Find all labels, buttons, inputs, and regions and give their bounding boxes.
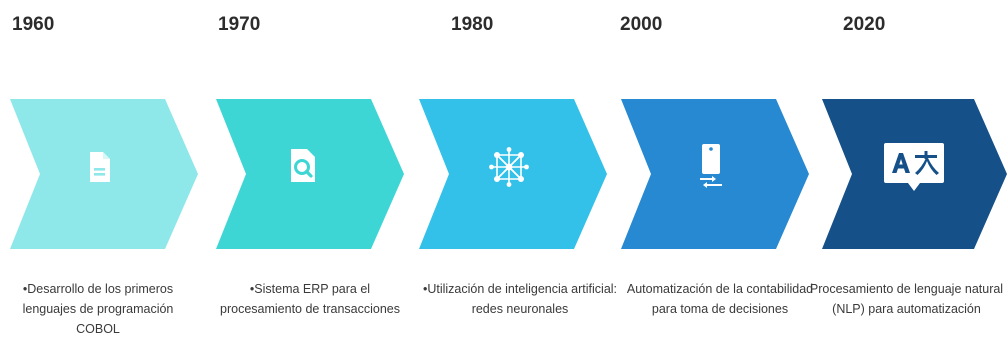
timeline-description-2000: Automatización de la contabilidad para t… [626, 282, 814, 316]
mobile-transfer-icon [700, 144, 722, 188]
year-label-2000: 2000 [620, 14, 663, 35]
timeline-step-2020 [822, 99, 1008, 249]
timeline-step-1980 [419, 99, 609, 249]
timeline-description-1980: •Utilización de inteligencia artificial:… [422, 282, 618, 316]
neural-network-icon [489, 147, 529, 187]
search-document-icon [291, 149, 315, 182]
chevron-shape-1980 [419, 99, 607, 249]
timeline-chevrons [0, 99, 1008, 249]
translate-icon [884, 143, 944, 191]
year-label-1960: 1960 [12, 14, 55, 35]
year-label-1970: 1970 [218, 14, 261, 35]
timeline-description-2020: Procesamiento de lenguaje natural (NLP) … [809, 282, 1004, 316]
timeline-description-1960: •Desarrollo de los primeros lenguajes de… [22, 282, 174, 336]
timeline-step-1970 [216, 99, 406, 249]
document-icon [90, 152, 110, 182]
timeline-description-1970: •Sistema ERP para el procesamiento de tr… [220, 282, 400, 316]
timeline-step-2000 [621, 99, 811, 249]
year-label-1980: 1980 [451, 14, 494, 35]
year-label-2020: 2020 [843, 14, 886, 35]
timeline-step-1960 [10, 99, 200, 249]
